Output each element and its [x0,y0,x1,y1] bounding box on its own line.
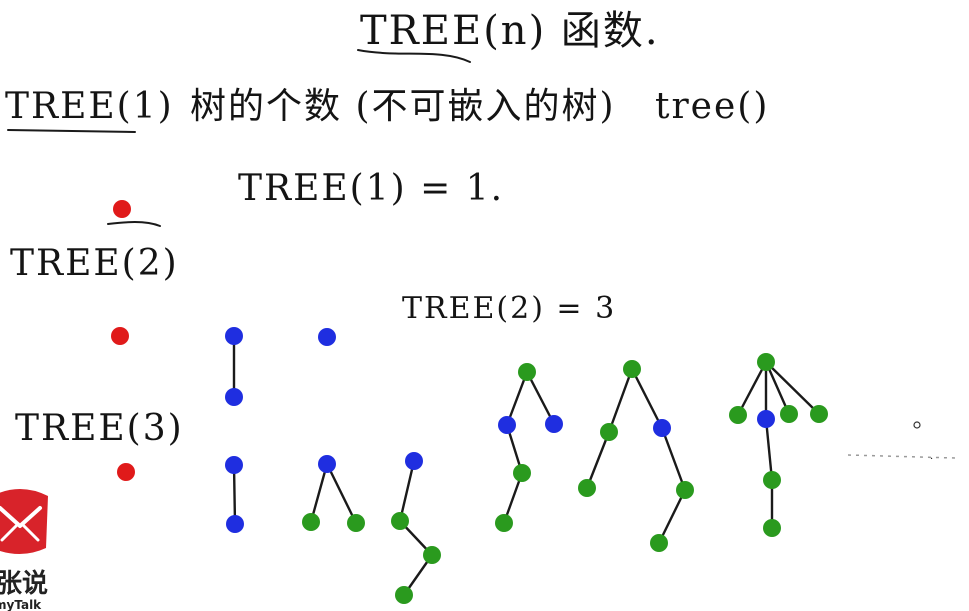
logo-text-cn: 张说 [0,569,48,599]
blue-tree-b [225,456,244,533]
tree2-red-node [111,327,129,345]
channel-logo: 张说 myTalk [0,489,48,611]
tree1-heading: TREE(1) [5,86,174,127]
blue-tree-a [225,327,243,406]
tree1-node-underline [107,221,161,227]
logo-text-en: myTalk [0,598,42,611]
tree2-result: TREE(2) = 3 [402,291,616,326]
green-tree-1 [495,363,563,532]
green-tree-3 [729,353,828,537]
blue-root-two-green [302,455,365,532]
tree1-red-node [113,200,131,218]
tree1-result: TREE(1) = 1. [238,168,504,209]
ellipsis-mark: · [930,454,933,465]
tree1-description: 树的个数 (不可嵌入的树) [190,86,616,127]
tree-function-label: tree() [655,86,769,127]
tree3-heading: TREE(3) [15,408,184,449]
tree3-red-node [117,463,135,481]
blue-single-node [318,328,336,346]
ellipsis-dots [847,421,956,459]
blue-root-green-chain [391,452,441,604]
green-tree-2 [578,360,694,552]
tree2-heading: TREE(2) [10,243,179,284]
tree1-heading-underline [7,129,136,133]
title-underline [357,49,471,63]
board-title: TREE(n) 函数. [360,8,660,54]
